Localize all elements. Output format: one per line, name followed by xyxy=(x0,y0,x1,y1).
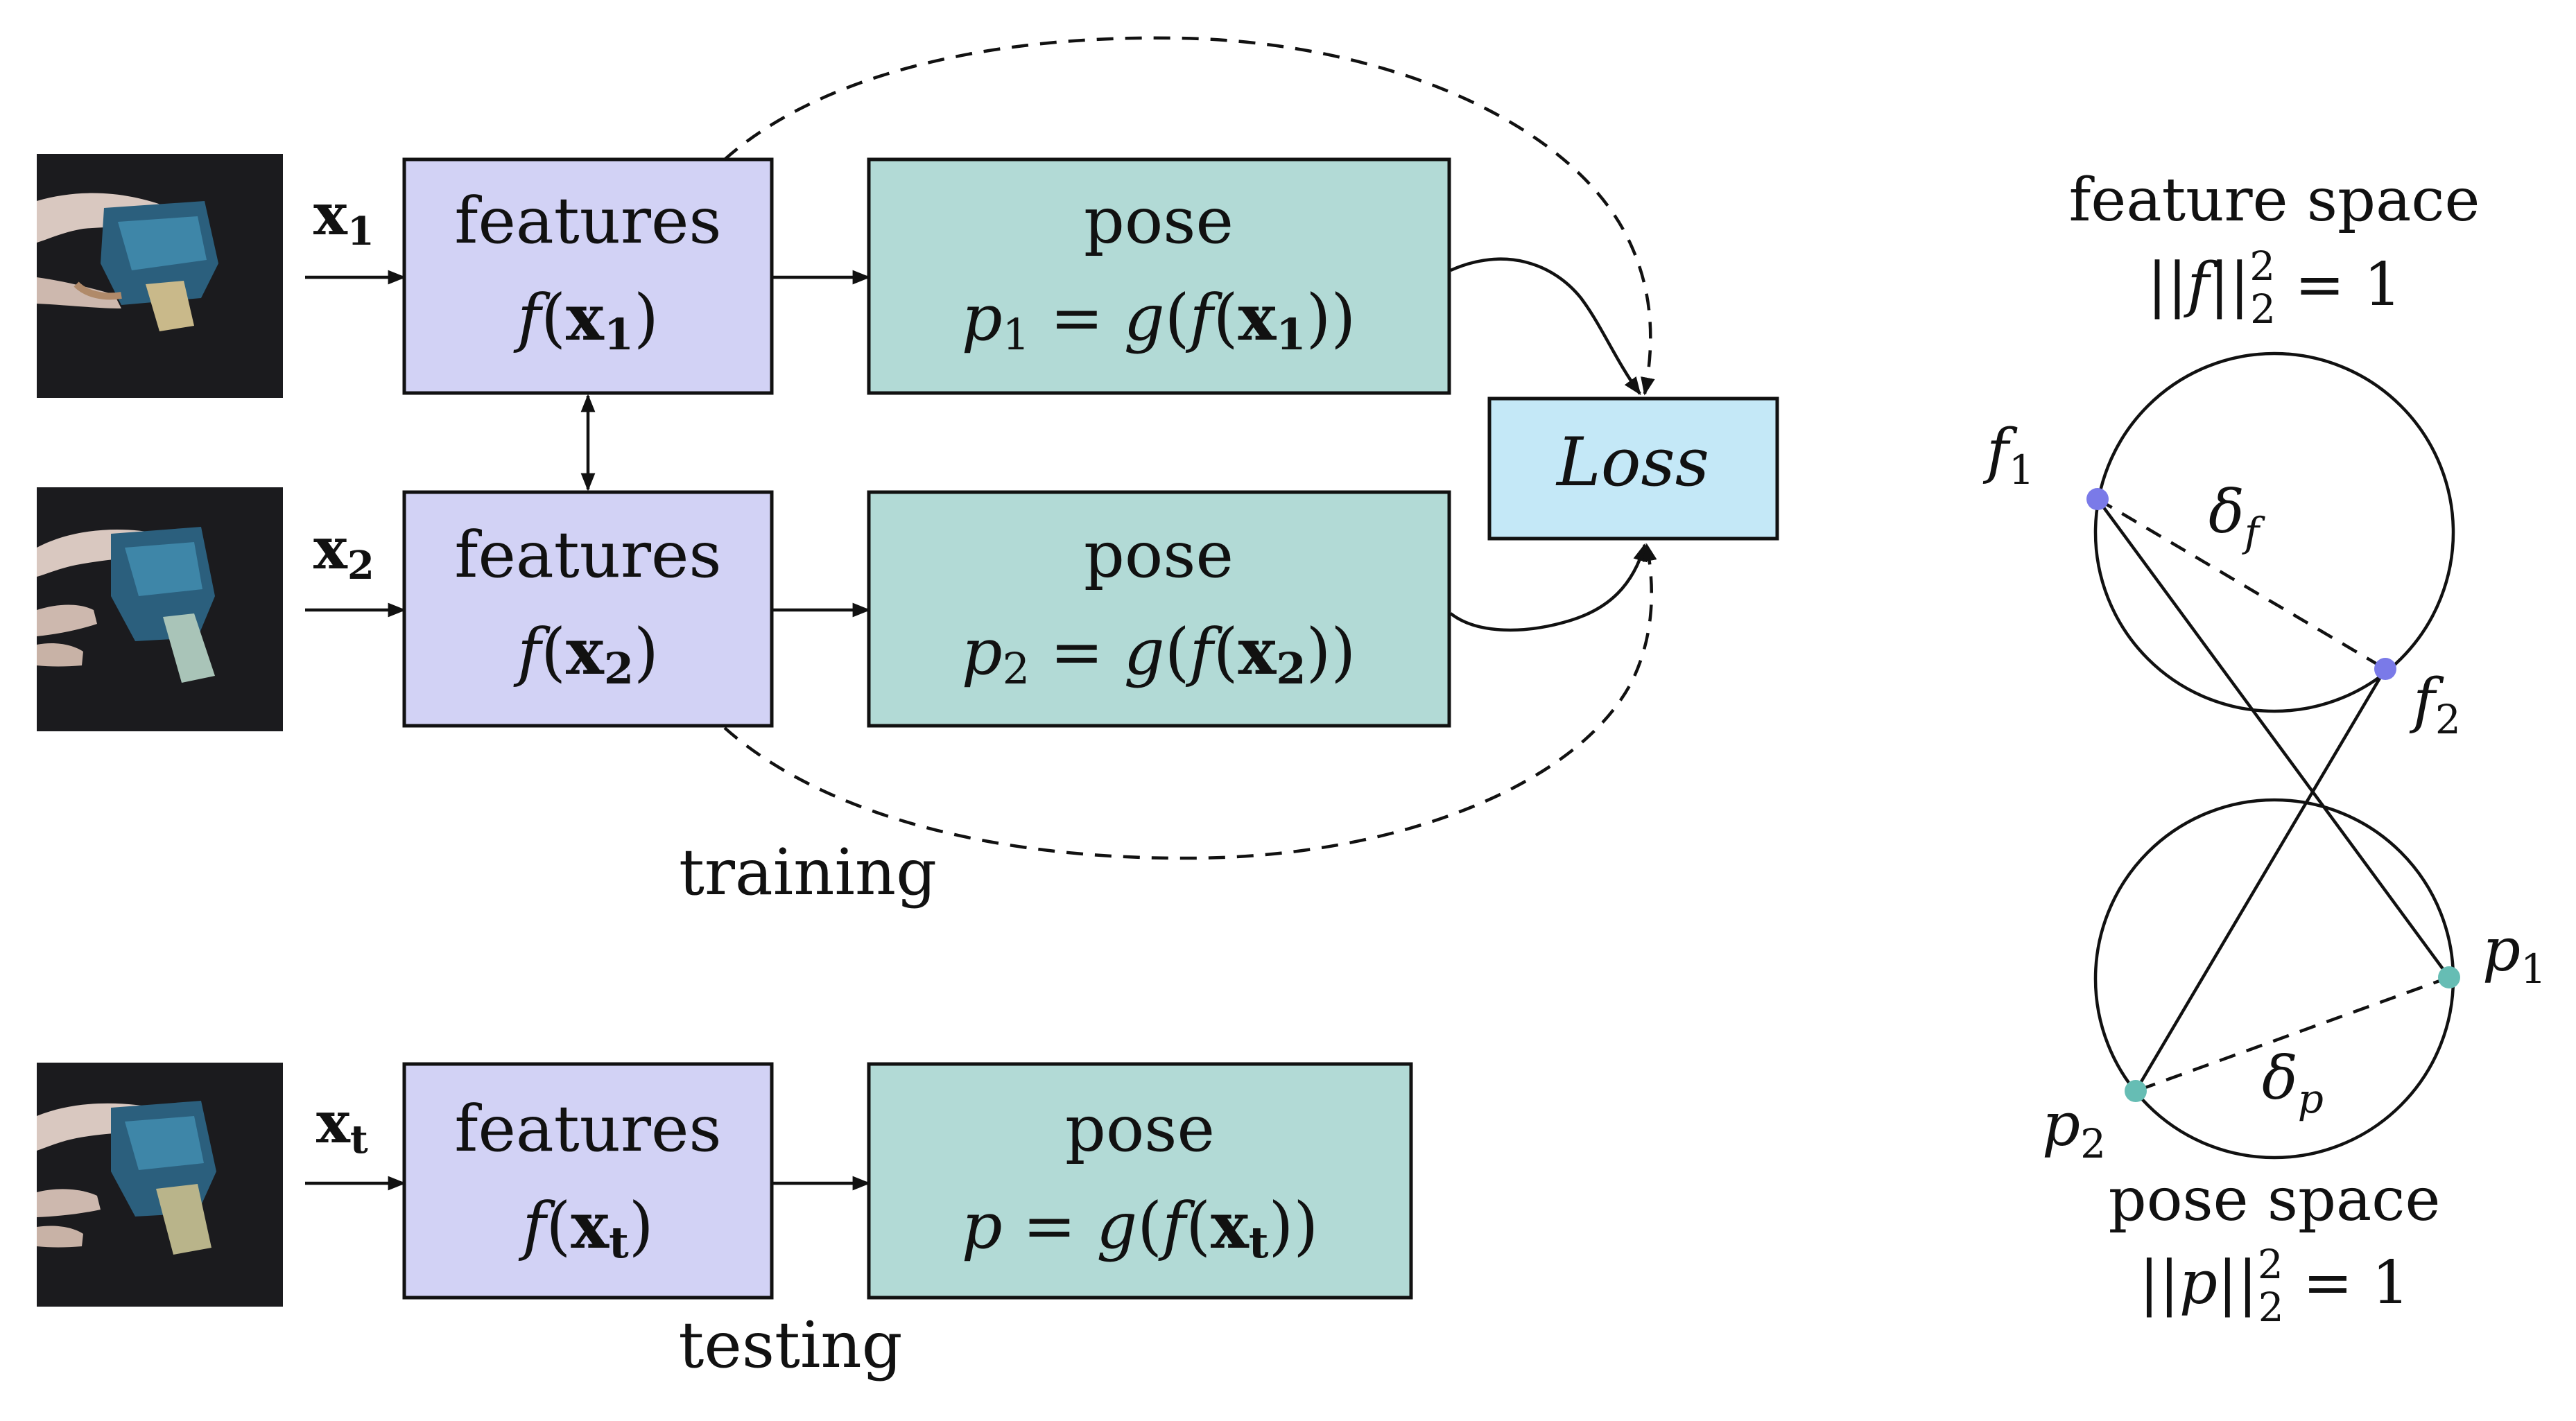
p2-label: p2 xyxy=(2042,1090,2106,1167)
features-title-2: features xyxy=(454,518,721,592)
training-label: training xyxy=(679,835,937,909)
features-title-1: features xyxy=(454,184,721,258)
f2-label: f2 xyxy=(2409,666,2461,743)
pose-box-2: pose p2 = g(f(x2)) xyxy=(867,490,1451,728)
pose-distance-label: δp xyxy=(2262,1044,2324,1122)
p1-label: p1 xyxy=(2482,916,2546,993)
input-label-test: xt xyxy=(316,1090,368,1162)
features-formula-2: f(x2) xyxy=(513,614,659,694)
f2-point xyxy=(2374,658,2396,680)
input-label-2: x2 xyxy=(313,516,374,589)
f1-to-p1-line xyxy=(2096,498,2450,979)
features-box-test: features f(xt) xyxy=(402,1062,774,1300)
input-image-1 xyxy=(37,154,283,398)
features-formula-test: f(xt) xyxy=(518,1188,653,1268)
pose1-to-loss-arrow xyxy=(1450,257,1641,396)
f1-label: f1 xyxy=(1982,417,2034,494)
testing-label: testing xyxy=(678,1308,902,1382)
pose-formula-1: p1 = g(f(x1)) xyxy=(962,280,1356,360)
features1-to-loss-dashed xyxy=(723,36,1655,396)
p2-point xyxy=(2125,1080,2147,1102)
features2-to-loss-dashed xyxy=(723,543,1657,860)
p1-point xyxy=(2438,966,2460,988)
feature-space-circle xyxy=(2093,351,2455,713)
pose-title-test: pose xyxy=(1065,1092,1215,1166)
pose-title-1: pose xyxy=(1084,184,1234,258)
pose2-to-loss-arrow xyxy=(1449,543,1648,632)
features-title-test: features xyxy=(454,1092,721,1166)
features-box-2: features f(x2) xyxy=(402,490,774,728)
f1-point xyxy=(2086,488,2109,510)
input-image-test xyxy=(37,1063,283,1307)
feature-space-title: feature space xyxy=(2069,166,2480,235)
loss-label: Loss xyxy=(1555,424,1709,501)
f2-to-p2-line xyxy=(2134,668,2387,1092)
input-image-2 xyxy=(37,487,283,731)
pose-space-title: pose space xyxy=(2109,1165,2441,1235)
pose-formula-2: p2 = g(f(x2)) xyxy=(962,614,1356,694)
features-box-1: features f(x1) xyxy=(402,157,774,395)
features-formula-1: f(x1) xyxy=(513,280,659,360)
pose-box-test: pose p = g(f(xt)) xyxy=(867,1062,1413,1300)
loss-box: Loss xyxy=(1487,396,1779,541)
input-label-1: x1 xyxy=(313,182,374,254)
feature-distance-label: δf xyxy=(2208,478,2266,556)
pose-box-1: pose p1 = g(f(x1)) xyxy=(867,157,1451,395)
pose-title-2: pose xyxy=(1084,518,1234,592)
pose-formula-test: p = g(f(xt)) xyxy=(962,1188,1319,1268)
